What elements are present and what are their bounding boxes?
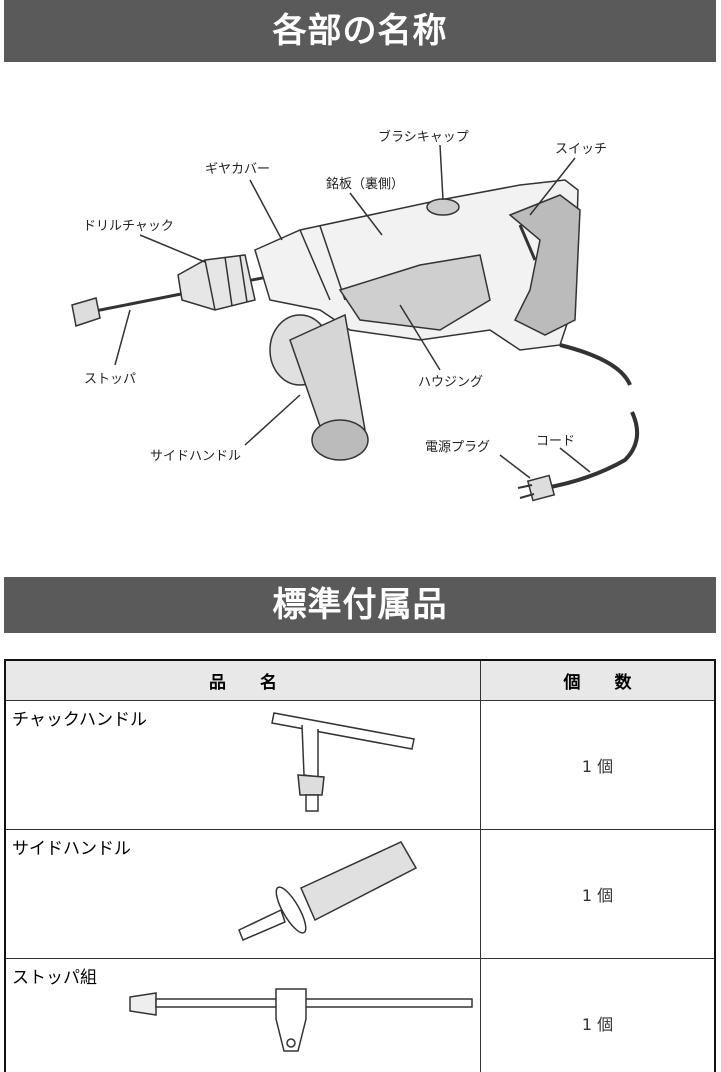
label-power-plug: 電源プラグ (425, 440, 491, 455)
accessories-table: 品 名 個 数 チャックハンドル 1 個 サイドハンドル 1 個 (4, 659, 716, 1072)
item-quantity: 1 個 (480, 829, 716, 959)
label-cord: コード (536, 434, 576, 449)
label-switch: スイッチ (555, 142, 608, 157)
item-name-cell: サイドハンドル (4, 829, 481, 959)
table-row: サイドハンドル 1 個 (4, 829, 716, 959)
item-quantity: 1 個 (480, 700, 716, 830)
item-name-cell: ストッパ組 (4, 958, 481, 1072)
item-name: サイドハンドル (12, 839, 131, 859)
item-name: ストッパ組 (12, 968, 97, 988)
label-side-handle: サイドハンドル (150, 449, 242, 464)
item-quantity: 1 個 (480, 958, 716, 1072)
label-brush-cap: ブラシキャップ (378, 130, 469, 145)
table-header-row: 品 名 個 数 (4, 659, 716, 701)
stopper-set-image (129, 988, 473, 1052)
header-quantity: 個 数 (480, 659, 716, 701)
header-name: 品 名 (4, 659, 481, 701)
drill-illustration (71, 144, 640, 502)
label-drill-chuck: ドリルチャック (83, 219, 174, 234)
item-name: チャックハンドル (12, 710, 147, 730)
chuck-key-image (271, 712, 415, 812)
accessories-title: 標準付属品 (4, 577, 716, 633)
label-nameplate: 銘板（裏側） (326, 177, 405, 192)
table-row: チャックハンドル 1 個 (4, 700, 716, 830)
side-handle-image (238, 841, 418, 941)
item-name-cell: チャックハンドル (4, 700, 481, 830)
parts-title: 各部の名称 (4, 0, 716, 62)
label-housing: ハウジング (418, 375, 484, 390)
label-stopper: ストッパ (84, 372, 137, 387)
label-gear-cover: ギヤカバー (205, 162, 271, 177)
table-row: ストッパ組 1 個 (4, 958, 716, 1072)
